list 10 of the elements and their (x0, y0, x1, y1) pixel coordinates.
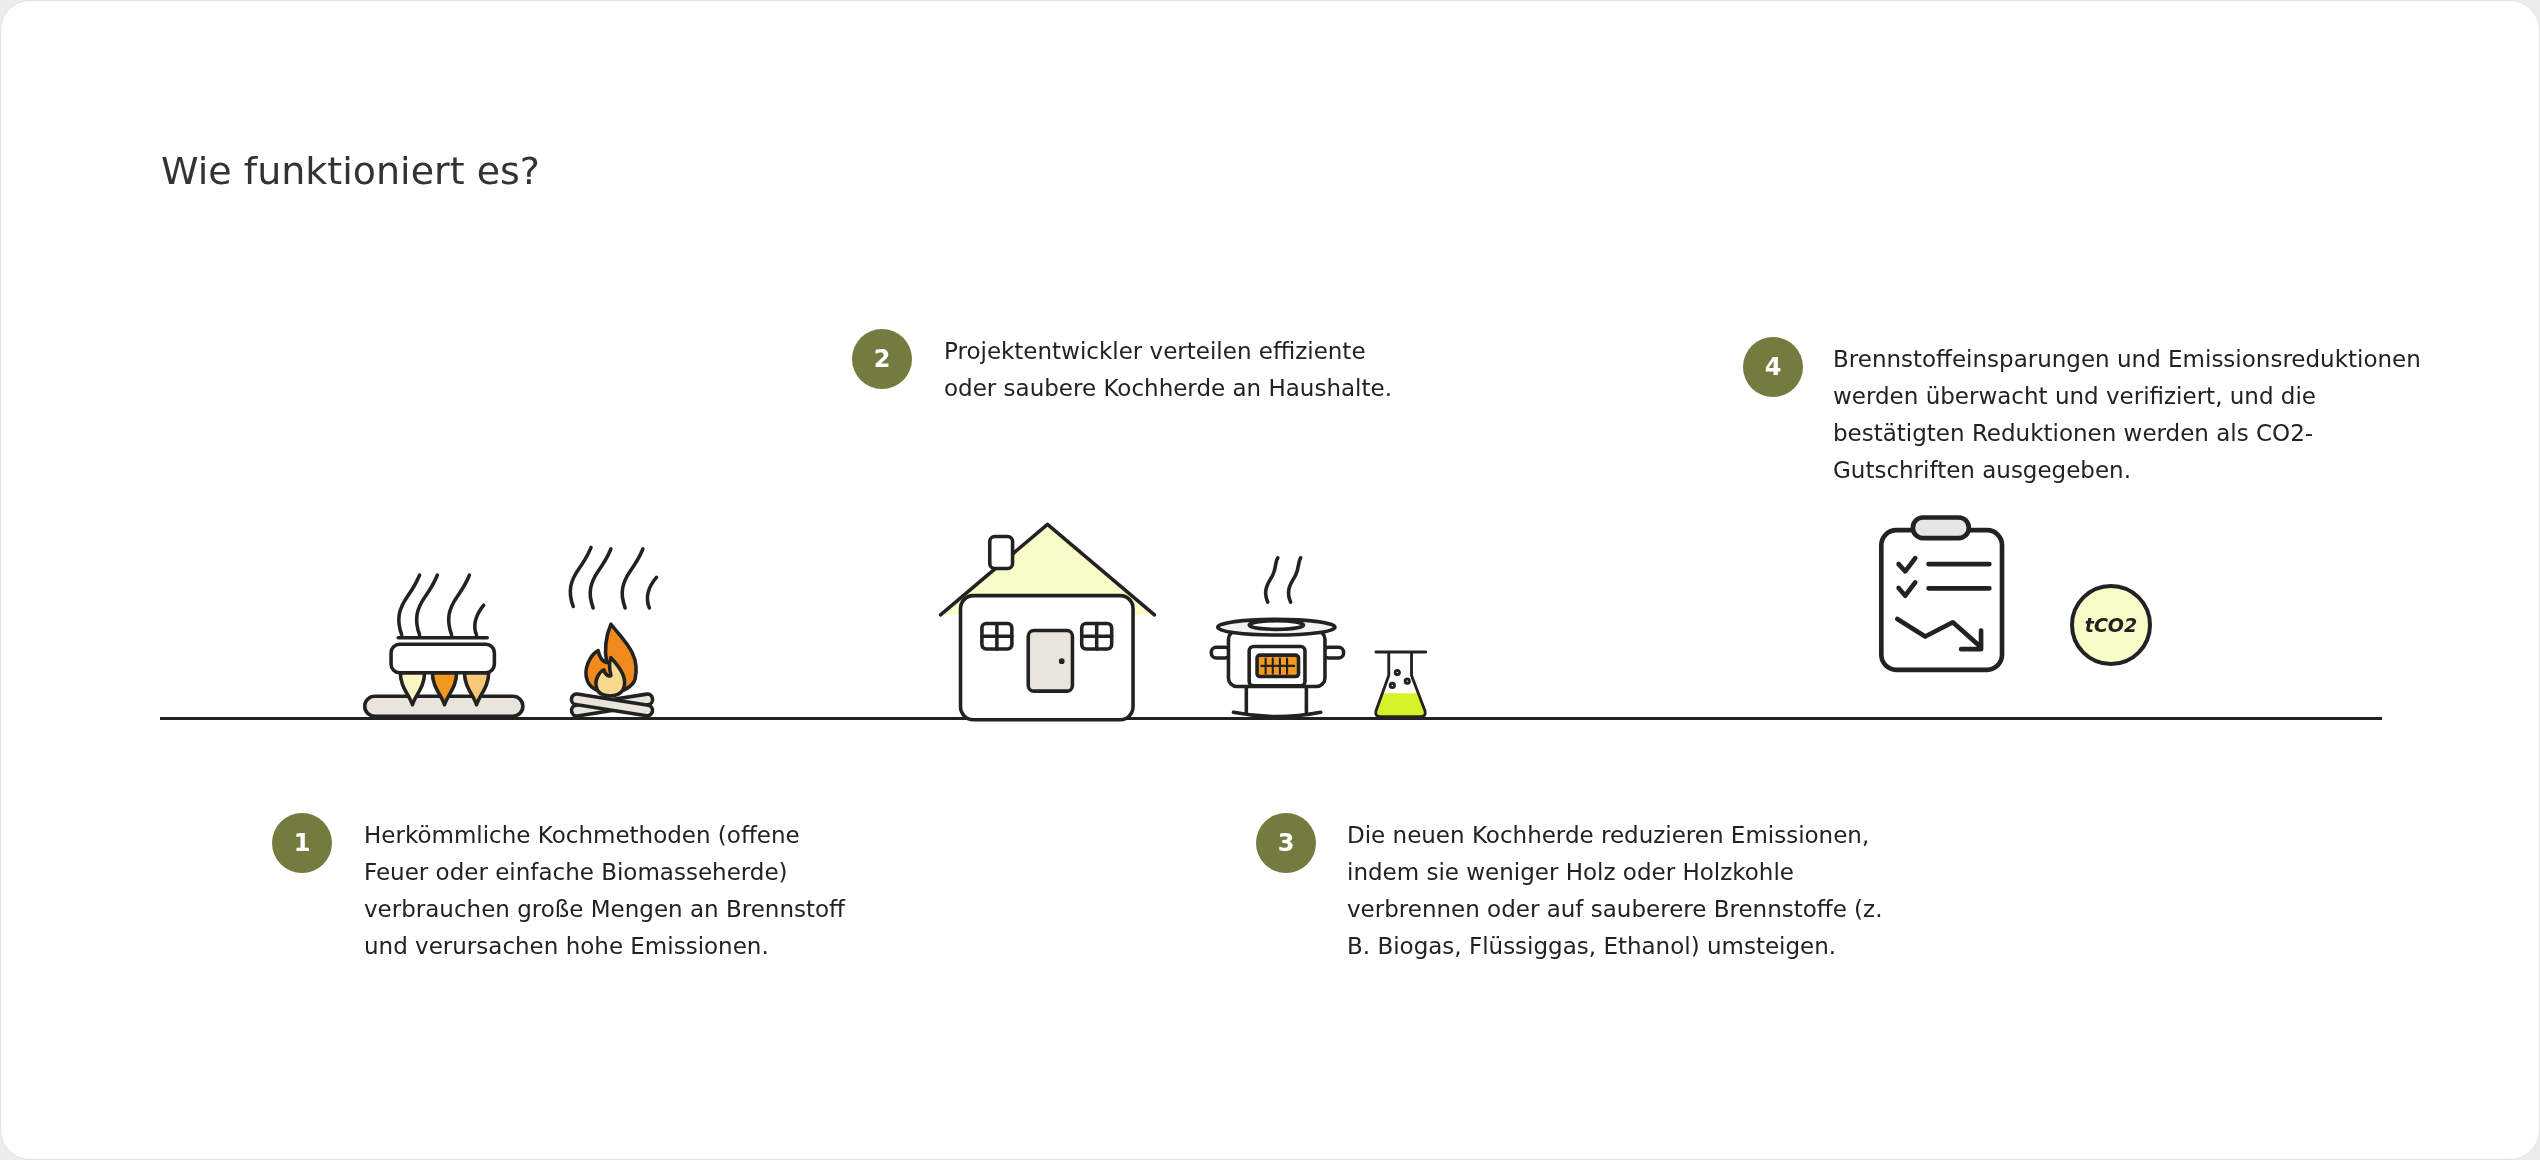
step-number-circle: 1 (272, 813, 332, 873)
step-number-circle: 2 (852, 329, 912, 389)
step-number-circle: 3 (1256, 813, 1316, 873)
step-number-circle: 4 (1743, 337, 1803, 397)
step-description: Brennstoffeinsparungen und Emissionsreduktionen werden überwacht und verifiziert, und die bestätigten Reduktionen werden als CO2-Gutschriften ausgegeben. (1833, 345, 2422, 485)
step-description: Herkömmliche Kochmethoden (offene Feuer oder einfache Biomasseherde) verbrauchen große Mengen an Brennstoff und verursachen hohe Emissionen. (364, 821, 847, 961)
diagram-title: Wie funktioniert es? (161, 149, 540, 193)
step-description: Projektentwickler verteilen effiziente oder saubere Kochherde an Haushalte. (944, 337, 1393, 403)
step-description: Die neuen Kochherde reduzieren Emissionen, indem sie weniger Holz oder Holzkohle verbrennen oder auf sauberere Brennstoffe (z. B. Biogas, Flüssiggas, Ethanol) umsteigen. (1347, 821, 1884, 961)
co2-token-circle: tCO2 (2070, 584, 2152, 666)
